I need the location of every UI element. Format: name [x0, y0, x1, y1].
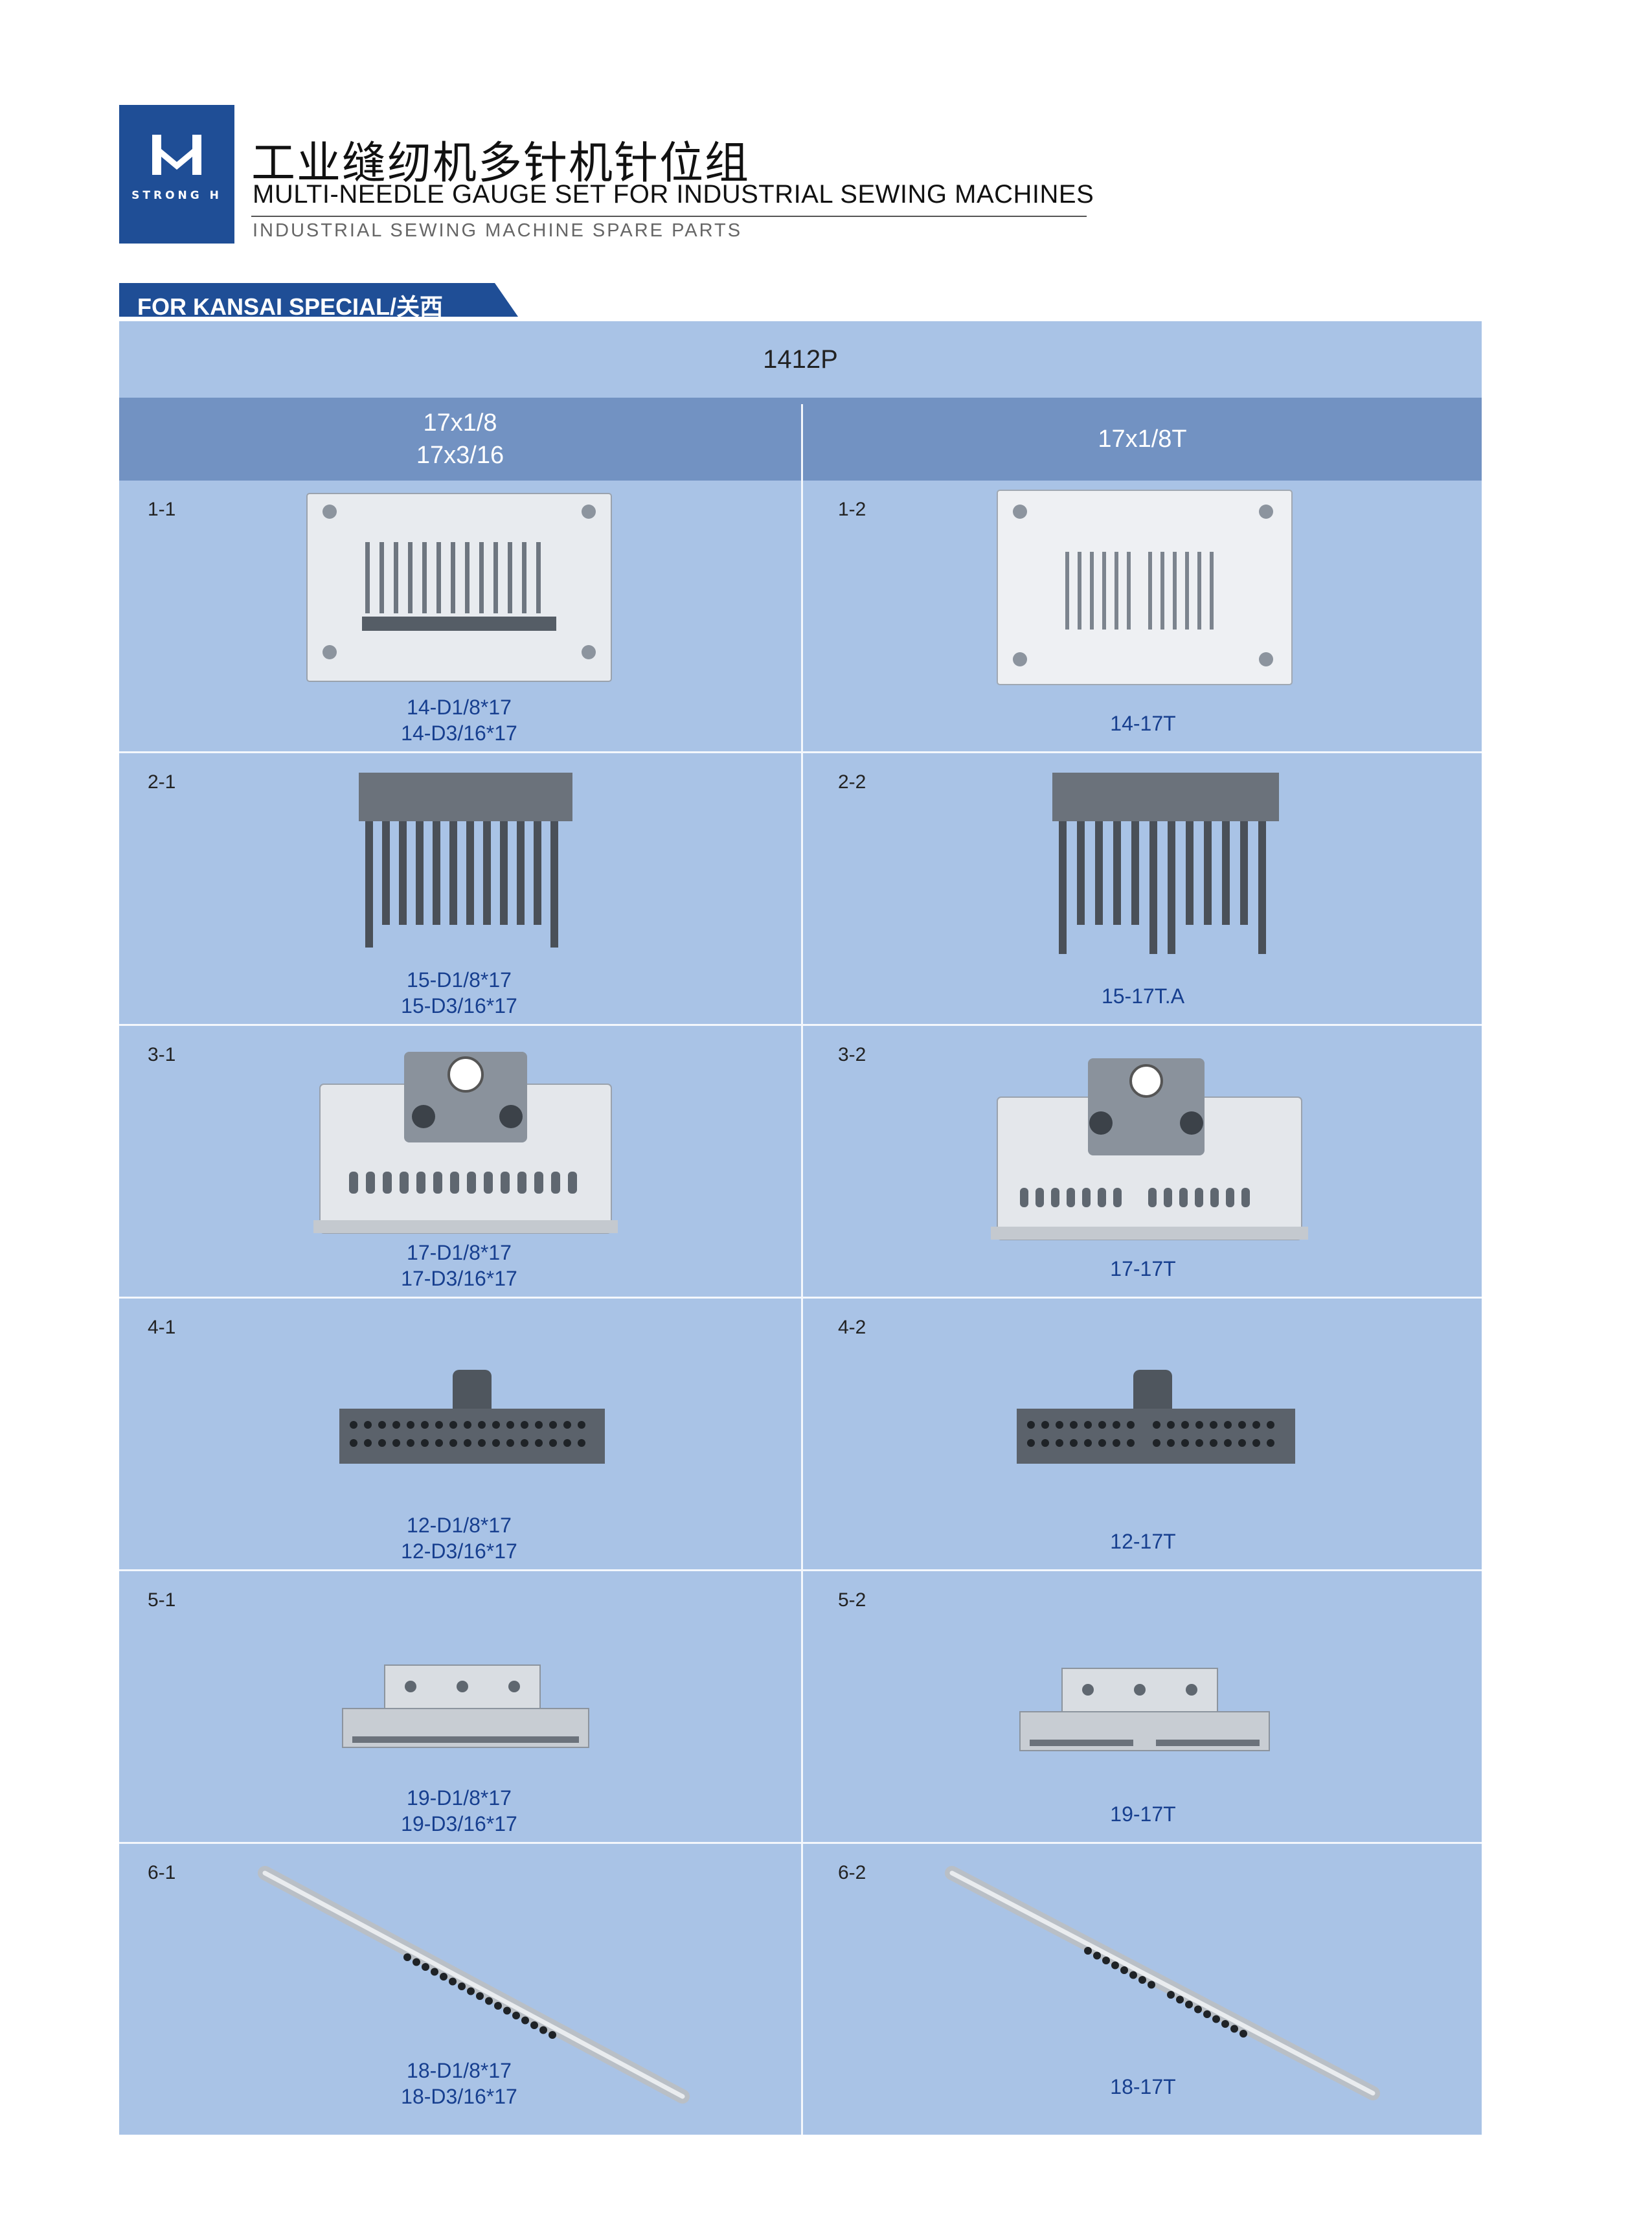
part-code: 14-D1/8*17 [407, 696, 512, 719]
part-code: 15-D3/16*17 [401, 994, 517, 1017]
column-header-row: 17x1/8 17x3/16 17x1/8T [119, 398, 1482, 481]
part-cell: 3-2 17-17T [803, 1026, 1483, 1298]
needle-clamp-t-icon [1017, 1370, 1295, 1464]
row-divider [119, 1297, 1482, 1299]
part-number: 5-2 [838, 1589, 866, 1611]
part-code: 12-D1/8*17 [407, 1514, 512, 1537]
part-code: 19-D1/8*17 [407, 1786, 512, 1810]
brand-logo: STRONG H [119, 105, 234, 244]
column-header-standard: 17x1/8 17x3/16 [119, 398, 801, 481]
page-title-en: MULTI-NEEDLE GAUGE SET FOR INDUSTRIAL SE… [253, 180, 1094, 209]
part-number: 5-1 [148, 1589, 176, 1611]
part-cell: 1-2 14-17T [803, 481, 1483, 753]
part-code: 19-17T [1110, 1802, 1176, 1826]
part-number: 4-2 [838, 1317, 866, 1338]
part-cell: 4-2 12-17T [803, 1299, 1483, 1571]
part-number: 1-2 [838, 499, 866, 520]
needle-guard-t-icon [1019, 1668, 1270, 1751]
part-number: 6-2 [838, 1862, 866, 1883]
row-divider [119, 1842, 1482, 1844]
part-code: 12-17T [1110, 1530, 1176, 1553]
part-cell: 6-1 18-D1/8*17 18-D3/16*17 [119, 1844, 799, 2116]
part-code: 14-17T [1110, 712, 1176, 735]
part-caption: 15-17T.A [803, 983, 1483, 1009]
part-number: 3-2 [838, 1044, 866, 1065]
page-subtitle: INDUSTRIAL SEWING MACHINE SPARE PARTS [253, 220, 743, 241]
looper-bar-t-icon [945, 1866, 1380, 2100]
part-cell: 5-2 19-17T [803, 1571, 1483, 1843]
section-tab: FOR KANSAI SPECIAL/关西 [119, 283, 518, 320]
part-code: 15-D1/8*17 [407, 968, 512, 992]
feed-dog-t-icon [1052, 773, 1279, 954]
part-number: 2-1 [148, 771, 176, 793]
part-code: 19-D3/16*17 [401, 1812, 517, 1835]
page-title-cn: 工业缝纫机多针机针位组 [251, 138, 751, 189]
part-code: 14-D3/16*17 [401, 721, 517, 745]
needle-clamp-icon [339, 1370, 605, 1464]
looper-bar-icon [258, 1866, 690, 2104]
part-caption: 17-17T [803, 1256, 1483, 1282]
presser-foot-icon [313, 1052, 618, 1234]
part-code: 18-D1/8*17 [407, 2059, 512, 2082]
part-code: 17-17T [1110, 1257, 1176, 1280]
part-caption: 18-17T [803, 2074, 1483, 2100]
needle-plate-icon [306, 493, 612, 682]
part-code: 18-D3/16*17 [401, 2085, 517, 2108]
part-code: 12-D3/16*17 [401, 1539, 517, 1563]
gauge-set-table: 1412P 17x1/8 17x3/16 17x1/8T 1-1 14-D1/8*… [119, 321, 1482, 2135]
column-header-t: 17x1/8T [803, 398, 1482, 481]
model-number: 1412P [763, 345, 838, 374]
feed-dog-icon [359, 773, 572, 948]
part-number: 4-1 [148, 1317, 176, 1338]
column-header-line: 17x1/8 [423, 409, 497, 437]
part-code: 15-17T.A [1101, 984, 1185, 1008]
part-caption: 19-17T [803, 1801, 1483, 1827]
part-code: 18-17T [1110, 2075, 1176, 2098]
part-caption: 12-17T [803, 1528, 1483, 1554]
column-divider [801, 404, 803, 2135]
part-code: 17-D1/8*17 [407, 1241, 512, 1264]
logo-text: STRONG H [131, 189, 222, 202]
part-cell: 2-2 15-17T.A [803, 753, 1483, 1025]
title-divider [251, 216, 1087, 217]
part-code: 17-D3/16*17 [401, 1267, 517, 1290]
part-caption: 14-17T [803, 710, 1483, 736]
part-caption: 17-D1/8*17 17-D3/16*17 [119, 1240, 799, 1291]
part-cell: 3-1 17-D1/8*17 17-D3/16*17 [119, 1026, 799, 1298]
needle-plate-t-icon [997, 490, 1293, 685]
part-number: 6-1 [148, 1862, 176, 1883]
column-header-line: 17x1/8T [1098, 426, 1187, 453]
row-divider [119, 751, 1482, 753]
part-number: 3-1 [148, 1044, 176, 1065]
strong-h-logo-icon [152, 135, 201, 175]
section-label: FOR KANSAI SPECIAL/关西 [137, 293, 444, 320]
column-header-line: 17x3/16 [416, 442, 504, 469]
presser-foot-t-icon [991, 1058, 1308, 1240]
section-tab-shape [119, 283, 518, 317]
row-divider [119, 1024, 1482, 1026]
model-header: 1412P [119, 321, 1482, 398]
needle-guard-icon [342, 1664, 589, 1748]
part-cell: 6-2 18-17T [803, 1844, 1483, 2116]
part-number: 1-1 [148, 499, 176, 520]
row-divider [119, 1569, 1482, 1571]
part-caption: 18-D1/8*17 18-D3/16*17 [119, 2058, 799, 2109]
part-number: 2-2 [838, 771, 866, 793]
